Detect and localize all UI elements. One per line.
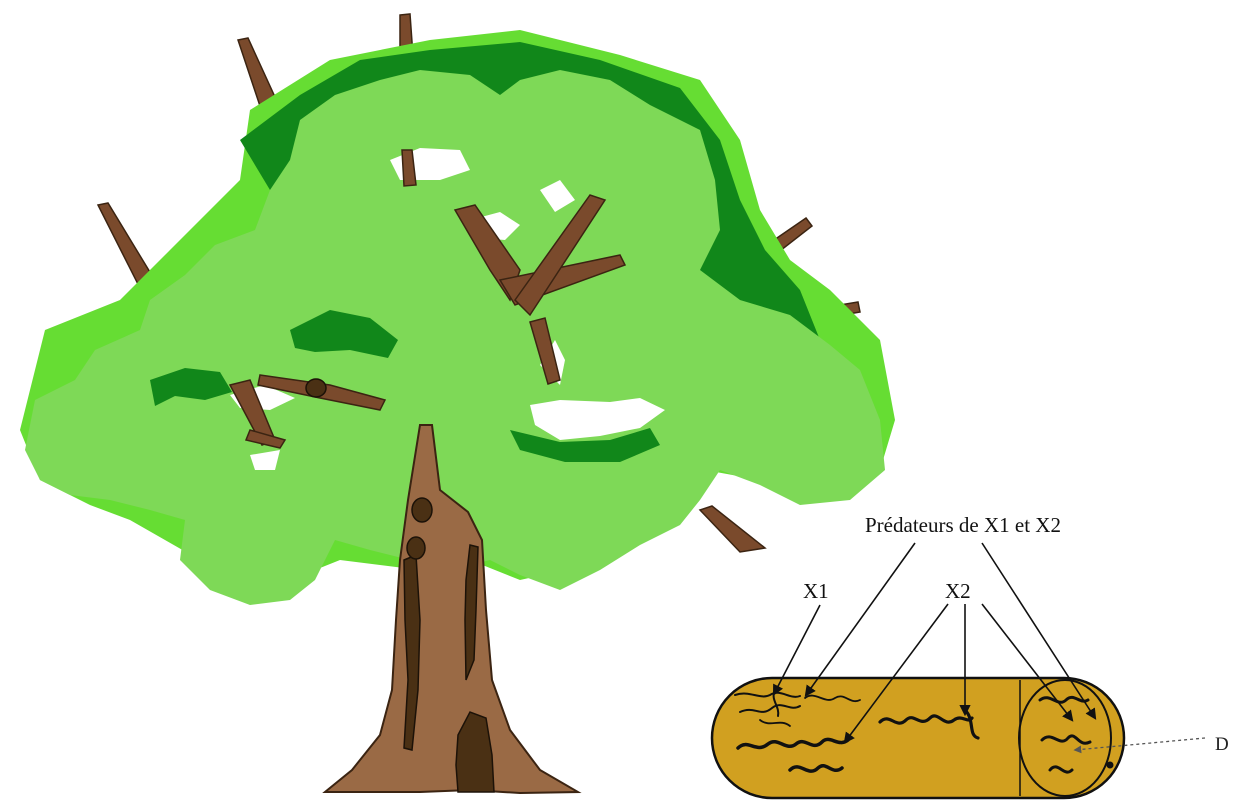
- label-predators: Prédateurs de X1 et X2: [865, 513, 1061, 537]
- label-x1: X1: [803, 579, 829, 603]
- worm-end-dot: [1107, 762, 1113, 768]
- log-end-section: [1019, 680, 1111, 796]
- knot-upper: [306, 379, 326, 397]
- tree: [20, 14, 895, 793]
- label-d: D: [1215, 734, 1229, 755]
- label-x2: X2: [945, 579, 971, 603]
- arrow-predators-left: [806, 543, 915, 695]
